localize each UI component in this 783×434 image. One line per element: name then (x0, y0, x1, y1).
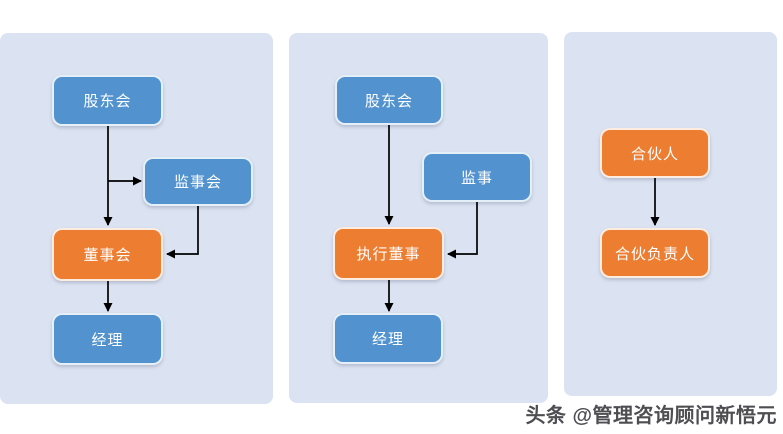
node-label: 经理 (91, 331, 124, 349)
node-executive-director: 执行董事 (333, 227, 444, 280)
node-supervisor: 监事 (422, 152, 532, 202)
node-shareholders-meeting: 股东会 (335, 75, 443, 125)
node-label: 董事会 (83, 247, 132, 264)
panel-partnership: 合伙人 合伙负责人 (564, 32, 777, 396)
node-label: 监事 (460, 169, 493, 187)
node-supervisory-board: 监事会 (143, 157, 253, 206)
panel-company-executive-director: 股东会 监事 执行董事 经理 (289, 33, 548, 403)
node-label: 监事会 (173, 174, 222, 191)
node-shareholders-meeting: 股东会 (52, 75, 163, 126)
node-label: 股东会 (364, 92, 413, 110)
node-label: 合伙人 (630, 145, 679, 163)
node-label: 经理 (371, 331, 404, 348)
node-manager: 经理 (333, 313, 443, 364)
node-board-of-directors: 董事会 (52, 228, 163, 281)
node-partner: 合伙人 (600, 128, 710, 178)
panel-company-with-board: 股东会 监事会 董事会 经理 (0, 33, 273, 404)
toutiao-watermark: 头条 @管理咨询顾问新悟元 (525, 405, 777, 427)
node-label: 股东会 (83, 93, 132, 110)
node-partnership-leader: 合伙负责人 (600, 228, 710, 278)
node-label: 执行董事 (356, 246, 421, 263)
node-label: 合伙负责人 (614, 245, 695, 263)
node-manager: 经理 (52, 313, 163, 365)
